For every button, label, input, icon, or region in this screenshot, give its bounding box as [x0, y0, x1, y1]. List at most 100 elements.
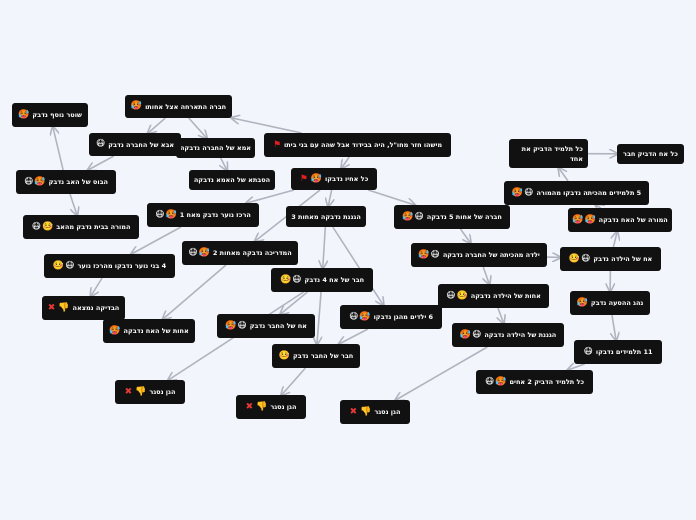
- flag-icon: ⚑: [272, 139, 282, 150]
- sick-faces-icon: 😷🥵: [225, 320, 247, 331]
- node-brother4-friend[interactable]: חבר של אח 4 נדבק 😷🤒: [271, 268, 373, 292]
- node-6-kindergarten-kids[interactable]: 6 ילדים מהגן נדבקו 🥵😷: [340, 305, 442, 329]
- node-kindergarten-teacher[interactable]: הגננת נדבקה מאחות 3: [286, 206, 366, 227]
- connector-n_girl_mom-n_girl_sister: [483, 266, 489, 284]
- node-5-students[interactable]: 5 תלמידים מהכיתה נדבקו מהמורה 😷🥵: [504, 181, 649, 205]
- connector-n_friend_dad-n_father_boss: [88, 155, 115, 170]
- node-label: אחות של האח נדבקה: [123, 327, 189, 335]
- node-friend-visited-sister[interactable]: חברה התארחה אצל אחותו 🥵: [125, 95, 232, 118]
- node-label: חבר של החבר נדבק: [292, 352, 354, 360]
- mask-face-icon: 😷: [95, 139, 106, 149]
- connector-n_girl_sister-n_girl_teacher: [498, 307, 504, 323]
- node-label: הגננת נדבקה מאחות 3: [291, 212, 361, 221]
- node-girl-brother[interactable]: אח של הילדה נדבק 😷🤒: [560, 247, 661, 271]
- node-label: אחות של הילדה נדבקה: [470, 292, 541, 300]
- fever-face-icon: 🥵: [109, 325, 121, 336]
- node-friend-of-friend[interactable]: חבר של החבר נדבק 🤒: [272, 344, 360, 368]
- node-label: הסבתא של האמא נדבקה: [193, 176, 271, 184]
- node-label: אמא של החברה נדבקה: [179, 144, 252, 152]
- node-girl-sister[interactable]: אחות של הילדה נדבקה 🤒😷: [438, 284, 549, 308]
- connector-n_classmate-n_friend_mom: [188, 117, 207, 138]
- node-friend-father[interactable]: אבא של החברה נדבק 😷: [89, 133, 181, 156]
- node-brother-sister[interactable]: אחות של האח נדבקה 🥵: [103, 319, 195, 343]
- node-label: 4 בני נוער נדבקו מהרכז נוער: [77, 262, 167, 270]
- node-counselor[interactable]: המדריכה נדבקה מאחות 2 🥵😷: [182, 241, 298, 265]
- node-label: חברה התארחה אצל אחותו: [145, 102, 227, 111]
- connector-n_5students-n_each_student: [559, 168, 569, 182]
- node-each-student-one[interactable]: כל תלמיד הדביק את אחד: [509, 139, 588, 168]
- sick-faces-icon: 🤒😷: [446, 290, 468, 301]
- root-node[interactable]: מישהו חזר מחו"ל, היה בבידוד אבל שהה עם ב…: [264, 133, 451, 157]
- node-test-result[interactable]: הבדיקה נמצאה 👎 ✖: [42, 296, 125, 320]
- sick-faces-icon: 😷🥵: [459, 329, 482, 340]
- close-icon: ✖: [124, 386, 133, 397]
- node-father-boss[interactable]: הבוס של האב נדבק 🥵😷: [16, 170, 116, 194]
- node-each-student-2-siblings[interactable]: כל תלמיד הדביק 2 אחים 🥵😷: [476, 370, 593, 394]
- node-each-brother-friend[interactable]: כל אח הדביק חבר: [617, 144, 684, 164]
- connector-n_all_quarantine-n_5sisters: [367, 189, 415, 205]
- close-icon: ✖: [245, 401, 254, 412]
- node-label: אח של החבר נדבק: [249, 322, 307, 330]
- connector-n_friend_mom-n_grandma: [221, 157, 227, 170]
- sick-faces-icon: 🤒😷: [31, 221, 54, 232]
- node-another-policeman[interactable]: שוטר נוסף נדבק 🥵: [12, 103, 88, 127]
- close-icon: ✖: [349, 406, 358, 417]
- connector-n_dad_girl-n_teacher_girl: [613, 232, 617, 248]
- node-bus-driver[interactable]: נהג ההסעה נדבק 🥵: [570, 291, 650, 315]
- close-icon: ✖: [47, 302, 56, 313]
- node-friend-mother[interactable]: אמא של החברה נדבקה: [176, 138, 255, 158]
- connector-n_grade1-n_4kids: [132, 226, 182, 254]
- flag-icon: ⚑: [299, 173, 308, 184]
- connector-n_bus_driver-n_11students: [612, 314, 616, 340]
- fever-face-icon: 🤒: [278, 350, 290, 361]
- node-kindergarten-closed-2[interactable]: הגן נסגר 👎 ✖: [236, 395, 306, 419]
- connector-n_11students-n_2students: [568, 364, 585, 370]
- node-sister5-friend[interactable]: חברה של אחות 5 נדבקה 😷🥵: [394, 205, 510, 229]
- connector-n_all_quarantine-n_grade1: [247, 189, 295, 203]
- node-label: חברה של אחות 5 נדבקה: [426, 213, 502, 221]
- node-label: 11 תלמידים נדבקו: [595, 348, 653, 356]
- node-label: נהג ההסעה נדבק: [590, 299, 644, 307]
- connector-n_grade2-n_sister_child: [163, 264, 227, 319]
- node-classmate-girl[interactable]: ילדה מהכיתה של החברה נדבקה 😷🥵: [411, 243, 547, 267]
- node-friend-brother[interactable]: אח של החבר נדבק 😷🥵: [217, 314, 315, 338]
- fever-face-icon: 🥵: [130, 101, 143, 111]
- connector-n_classmate-n_friend_dad: [148, 117, 166, 133]
- sick-faces-icon: 😷🤒: [568, 253, 591, 264]
- node-label: המדריכה נדבקה מאחות 2: [212, 249, 292, 257]
- sick-faces-icon: 🥵😷: [188, 247, 210, 258]
- node-4-teens[interactable]: 4 בני נוער נדבקו מהרכז נוער 😷🤒: [44, 254, 175, 278]
- thumbs-down-icon: 👎: [58, 302, 70, 313]
- node-home-teacher[interactable]: המורה בבית נדבק מהאב 🤒😷: [23, 215, 139, 239]
- node-label: הבוס של האב נדבק: [48, 178, 109, 186]
- sick-faces-icon: 😷🤒: [279, 274, 302, 285]
- node-label: 6 ילדים מהגן נדבקו: [373, 313, 434, 321]
- node-youth-coordinator[interactable]: הרכז נוער נדבק מאח 1 🥵😷: [147, 203, 259, 227]
- sick-faces-icon: 😷🥵: [418, 249, 440, 260]
- node-label: הבדיקה נמצאה: [72, 304, 120, 312]
- sick-faces-icon: 🥵😷: [484, 376, 507, 387]
- node-11-students[interactable]: 11 תלמידים נדבקו 😷: [574, 340, 662, 364]
- node-kindergarten-closed-3[interactable]: הגן נסגר 👎 ✖: [340, 400, 410, 424]
- node-label: אח של הילדה נדבק: [593, 255, 653, 263]
- fever-face-icon: 🥵: [310, 173, 323, 184]
- node-all-siblings-infected[interactable]: כל אחיו נדבקו 🥵 ⚑: [291, 168, 377, 190]
- node-girl-teacher[interactable]: הגננת של הילדה נדבקה 😷🥵: [452, 323, 564, 347]
- connector-n_teacher_girl-n_5students: [596, 205, 601, 208]
- node-label: כל אחיו נדבקו: [325, 175, 369, 183]
- node-label: שוטר נוסף נדבק: [32, 111, 82, 119]
- node-mother-grandmother[interactable]: הסבתא של האמא נדבקה: [189, 170, 275, 190]
- mask-face-icon: 😷: [583, 346, 593, 357]
- node-label: כל אח הדביק חבר: [623, 150, 678, 158]
- node-kindergarten-closed-1[interactable]: הגן נסגר 👎 ✖: [115, 380, 185, 404]
- connector-n_friend_friend-n_neg2: [282, 367, 307, 395]
- thumbs-down-icon: 👎: [360, 406, 372, 417]
- connector-n_all_quarantine-n_grade3: [328, 189, 331, 206]
- node-brother-teacher[interactable]: המורה של האח נדבקה 🥵🥵: [568, 208, 672, 232]
- node-label: הגן נסגר: [149, 388, 176, 396]
- node-label: כל תלמיד הדביק את אחד: [521, 144, 583, 163]
- root-label: מישהו חזר מחו"ל, היה בבידוד אבל שהה עם ב…: [284, 141, 443, 149]
- sick-faces-icon: 🥵😷: [23, 176, 46, 187]
- connector-n_girl_teacher-n_neg3: [396, 346, 488, 400]
